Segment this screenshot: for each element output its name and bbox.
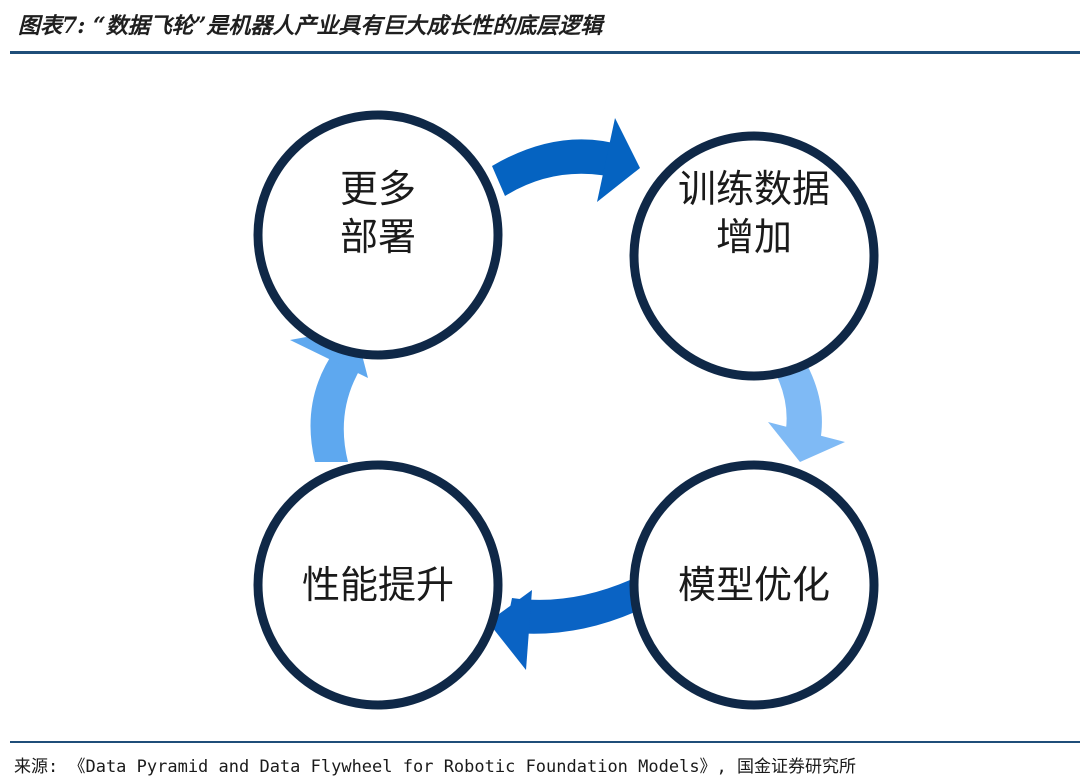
node-label-training-data-increase: 训练数据 增加 (678, 165, 830, 261)
node-label-line: 增加 (715, 215, 793, 259)
data-flywheel-diagram: 更多 部署 训练数据 增加 模型优化 性能提升 (230, 70, 890, 730)
node-label-model-optimization: 模型优化 (678, 561, 830, 609)
node-circle-more-deployment (253, 110, 503, 360)
flywheel-graphic (253, 110, 879, 710)
arrow-bottom-body (505, 580, 635, 634)
node-label-line: 性能提升 (301, 563, 455, 607)
top-divider (10, 51, 1080, 54)
bottom-divider (10, 741, 1080, 743)
node-label-line: 模型优化 (677, 563, 831, 607)
source-note: 来源: 《Data Pyramid and Data Flywheel for … (14, 757, 857, 777)
arrow-right-head (768, 422, 845, 462)
node-label-performance-improvement: 性能提升 (302, 561, 454, 609)
node-label-more-deployment: 更多 部署 (340, 165, 416, 261)
node-circle-model-optimization (629, 460, 879, 710)
figure-title: 图表7: “数据飞轮”是机器人产业具有巨大成长性的底层逻辑 (18, 13, 603, 39)
node-circle-performance-improvement (253, 460, 503, 710)
arrow-bottom (488, 580, 635, 670)
arrow-top (492, 118, 640, 202)
node-label-line: 更多 (339, 167, 417, 211)
arrow-top-head (597, 118, 640, 202)
node-circle-training-data-increase (629, 131, 879, 381)
node-label-line: 部署 (339, 215, 417, 259)
node-label-line: 训练数据 (677, 167, 831, 211)
arrow-top-body (492, 139, 625, 196)
arrow-bottom-head (488, 590, 532, 670)
arrow-left-body (310, 350, 362, 462)
